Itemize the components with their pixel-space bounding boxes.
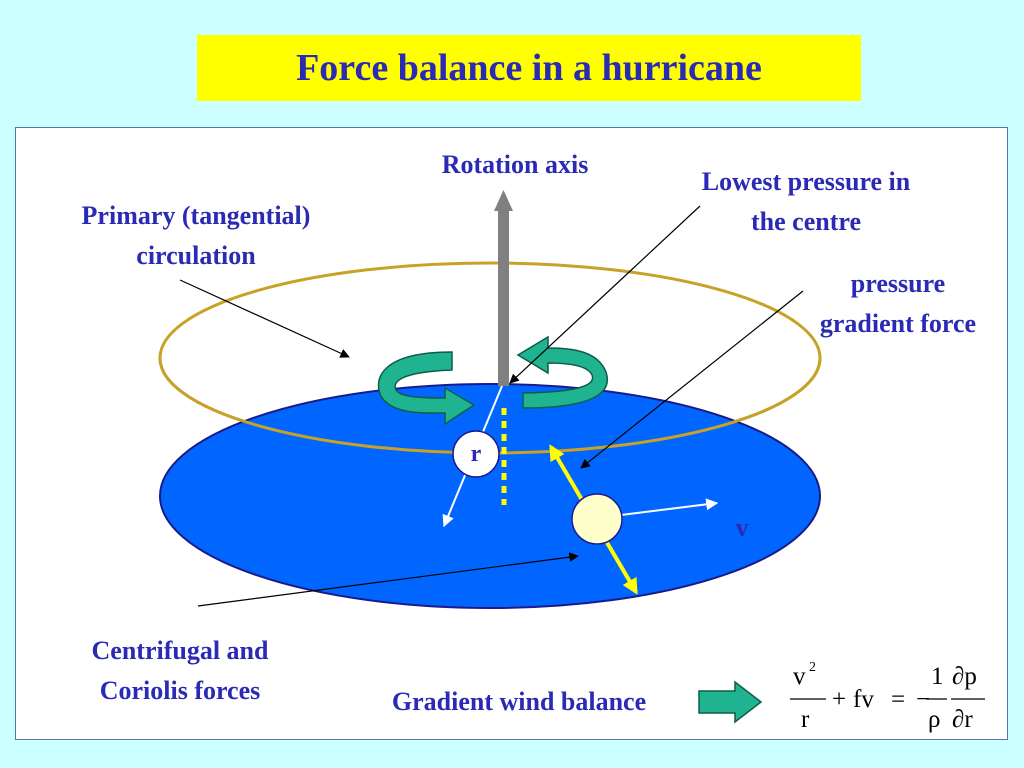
eq-minus: −: [916, 686, 930, 713]
label-pressure-gradient-force: pressure gradient force: [786, 264, 1010, 344]
label-forces: Centrifugal and Coriolis forces: [40, 631, 320, 711]
pointer-primary-circulation: [179, 279, 350, 358]
velocity-arrow: [620, 498, 719, 516]
label-primary-line2: circulation: [136, 241, 256, 270]
pointer-forces: [197, 552, 579, 607]
swirl-arrow-right-icon: [516, 335, 608, 409]
hurricane-disk: [159, 383, 821, 609]
eq-r: r: [801, 706, 810, 733]
eq-plus: +: [832, 686, 846, 713]
label-primary-circulation: Primary (tangential) circulation: [26, 196, 366, 276]
eq-fv: fv: [853, 686, 874, 713]
label-gradient-wind-balance: Gradient wind balance: [391, 687, 647, 716]
title-box: Force balance in a hurricane: [197, 35, 861, 101]
label-rotation-axis: Rotation axis: [441, 150, 589, 179]
pointer-lowest-pressure: [509, 205, 701, 384]
gradient-wind-equation: v 2 r + fv = − 1 ρ ∂p ∂r: [790, 660, 985, 733]
swirl-arrow-left-icon: [377, 351, 476, 426]
eq-rho: ρ: [928, 706, 940, 733]
rotation-axis-shaft: [498, 208, 509, 386]
gradient-wind-arrow-icon: [698, 680, 763, 724]
label-velocity: v: [735, 513, 749, 542]
eq-one: 1: [931, 663, 944, 690]
label-pgf-line1: pressure: [850, 269, 946, 298]
eq-v-exp: 2: [809, 660, 816, 675]
rotation-axis-arrowhead: [494, 190, 513, 211]
radius-marker: [452, 430, 500, 478]
eq-dr: ∂r: [952, 706, 973, 733]
eq-v: v: [793, 663, 806, 690]
eq-equals: =: [891, 686, 905, 713]
label-lowest-pressure-line1: Lowest pressure in: [701, 167, 911, 196]
label-lowest-pressure: Lowest pressure in the centre: [646, 162, 966, 242]
label-radius: r: [470, 441, 482, 467]
slide-title: Force balance in a hurricane: [296, 47, 762, 89]
eq-dp: ∂p: [952, 663, 977, 690]
air-parcel: [571, 493, 623, 545]
label-lowest-pressure-line2: the centre: [751, 207, 861, 236]
label-forces-line2: Coriolis forces: [99, 676, 261, 705]
label-primary-line1: Primary (tangential): [81, 201, 311, 230]
pointer-pgf: [580, 290, 804, 469]
label-pgf-line2: gradient force: [819, 309, 977, 338]
label-forces-line1: Centrifugal and: [91, 636, 269, 665]
